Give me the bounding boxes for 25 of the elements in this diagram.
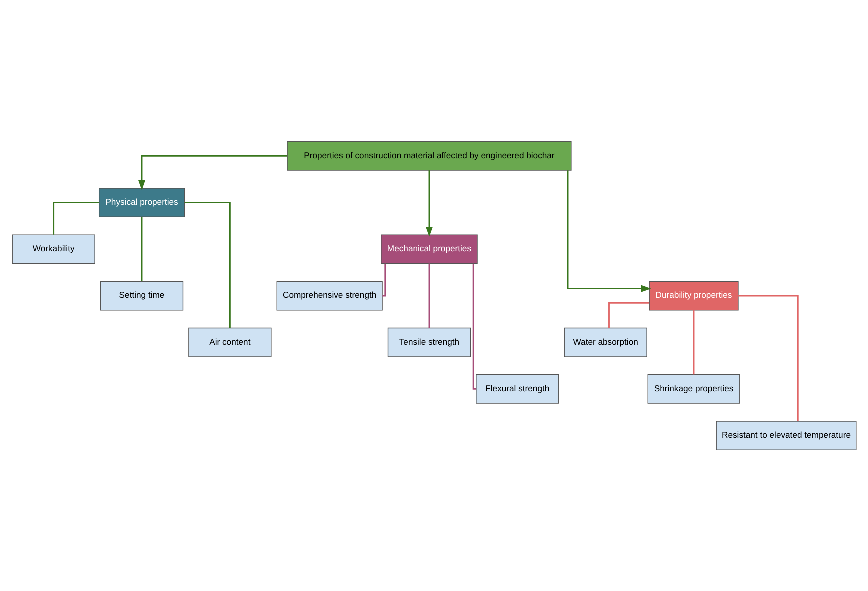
arrow [138, 154, 287, 190]
connector [692, 310, 694, 374]
node-box: Durability properties [648, 280, 738, 310]
connector [608, 302, 649, 328]
node-box: Workability [12, 234, 95, 264]
connector [738, 294, 798, 421]
arrow [425, 170, 432, 237]
connector [52, 202, 99, 234]
connector [428, 263, 430, 328]
node-box: Shrinkage properties [647, 374, 740, 404]
node-box: Setting time [100, 280, 184, 310]
node-box: Water absorption [564, 327, 647, 357]
node-box: Physical properties [98, 188, 185, 217]
node-box: Resistant to elevated temperature [716, 420, 856, 450]
node-box: Comprehensive strength [276, 280, 382, 310]
node-box: Tensile strength [387, 327, 471, 357]
node-box: Mechanical properties [380, 234, 478, 264]
node-box: Flexural strength [476, 374, 559, 404]
node-box: Air content [188, 327, 272, 357]
arrow [566, 170, 651, 292]
connector [140, 216, 142, 281]
node-box: Properties of construction material affected by engineered biochar [286, 141, 572, 170]
connector [472, 263, 476, 390]
connector [382, 263, 386, 296]
connector [184, 202, 230, 328]
